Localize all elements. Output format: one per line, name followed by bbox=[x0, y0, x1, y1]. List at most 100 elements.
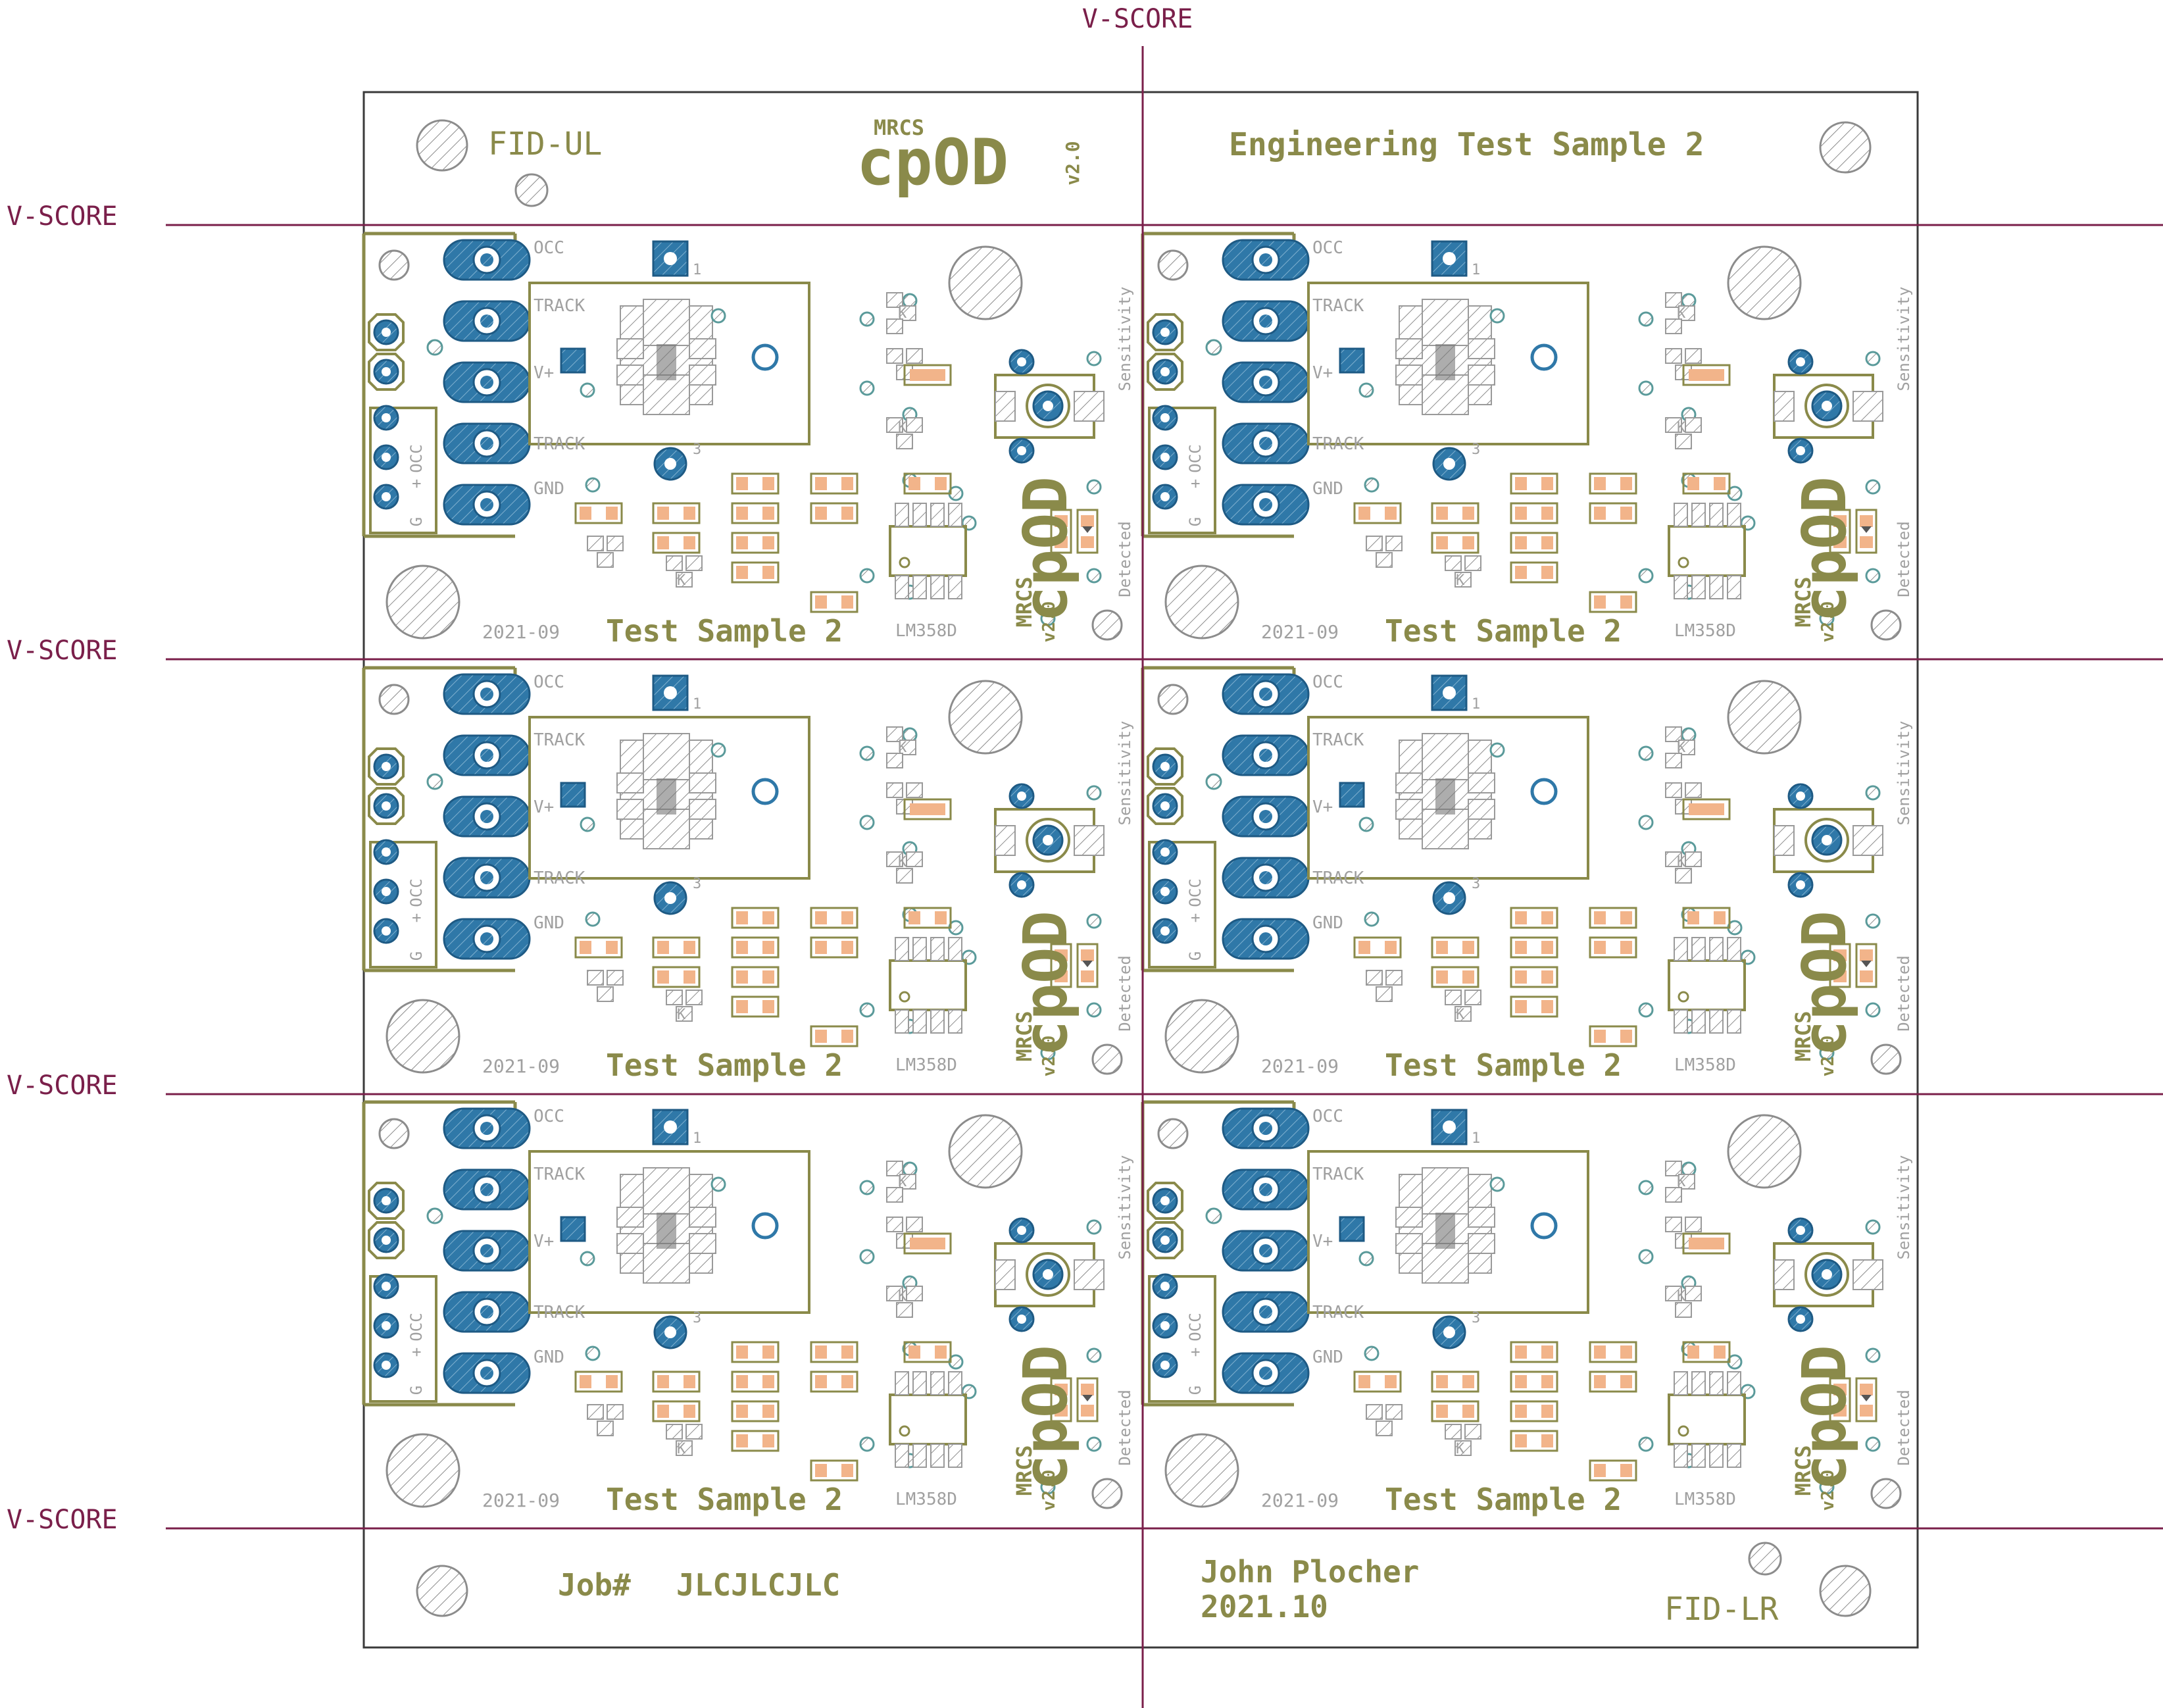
board-date: 2021-09 bbox=[1261, 1490, 1339, 1511]
ic-label: LM358D bbox=[1674, 1055, 1736, 1075]
terminal-label: GND bbox=[1312, 479, 1343, 499]
terminal-label: TRACK bbox=[1312, 434, 1364, 454]
sensitivity-label: Sensitivity bbox=[1895, 287, 1913, 391]
detected-label: Detected bbox=[1116, 521, 1134, 597]
ic-label: LM358D bbox=[1674, 621, 1736, 641]
header-label: OCC bbox=[407, 1313, 426, 1341]
tooling-hole-icon bbox=[514, 173, 549, 207]
terminal-label: TRACK bbox=[1312, 868, 1364, 888]
header-label: + bbox=[407, 913, 426, 922]
board-version: v2.0 bbox=[1818, 1036, 1838, 1077]
pin-label: 1 bbox=[693, 696, 701, 713]
board-title: Test Sample 2 bbox=[606, 1482, 843, 1517]
board-brand-small: MRCS bbox=[1791, 1445, 1816, 1495]
sensitivity-label: Sensitivity bbox=[1116, 1155, 1134, 1260]
ic-label: LM358D bbox=[895, 1490, 957, 1509]
board-date: 2021-09 bbox=[482, 1490, 560, 1511]
header-label: + bbox=[1186, 1347, 1205, 1357]
ref-label: K bbox=[898, 740, 907, 756]
board-title: Test Sample 2 bbox=[606, 1047, 843, 1083]
terminal-label: GND bbox=[1312, 913, 1343, 933]
detected-label: Detected bbox=[1116, 1390, 1134, 1466]
board-brand-small: MRCS bbox=[1791, 1011, 1816, 1061]
pin-label: 3 bbox=[1472, 876, 1480, 892]
author-date: 2021.10 bbox=[1201, 1589, 1328, 1624]
header-label: G bbox=[407, 1386, 426, 1395]
board-brand: cpOD bbox=[1010, 1345, 1081, 1491]
board-r2-c2 bbox=[1143, 668, 1901, 1074]
header-label: G bbox=[407, 517, 426, 526]
terminal-label: TRACK bbox=[534, 730, 585, 750]
terminal-label: OCC bbox=[1312, 672, 1343, 692]
terminal-label: V+ bbox=[1312, 363, 1333, 383]
pin-label: 3 bbox=[693, 1310, 701, 1326]
header-label: + bbox=[1186, 479, 1205, 488]
board-date: 2021-09 bbox=[1261, 621, 1339, 643]
header-label: OCC bbox=[407, 878, 426, 907]
header-label: + bbox=[1186, 913, 1205, 922]
job-value: JLCJLCJLC bbox=[676, 1567, 840, 1603]
header-label: OCC bbox=[407, 444, 426, 472]
header-label: OCC bbox=[1186, 444, 1205, 472]
vscore-label-2: V-SCORE bbox=[7, 636, 118, 666]
header-label: G bbox=[1186, 1386, 1205, 1395]
fid-lr-label: FID-LR bbox=[1664, 1591, 1778, 1628]
pin-label: 1 bbox=[1472, 696, 1480, 713]
board-title: Test Sample 2 bbox=[1385, 1047, 1622, 1083]
terminal-label: V+ bbox=[1312, 797, 1333, 817]
terminal-label: V+ bbox=[534, 363, 554, 383]
ref-label: K bbox=[1677, 1174, 1686, 1190]
pin-label: 1 bbox=[693, 1130, 701, 1147]
terminal-label: TRACK bbox=[1312, 1303, 1364, 1322]
terminal-label: TRACK bbox=[1312, 1165, 1364, 1184]
detected-label: Detected bbox=[1116, 955, 1134, 1032]
top-title: Engineering Test Sample 2 bbox=[1229, 126, 1704, 163]
header-label: OCC bbox=[1186, 878, 1205, 907]
board-title: Test Sample 2 bbox=[1385, 613, 1622, 649]
board-version: v2.0 bbox=[1818, 601, 1838, 643]
board-r1-c1 bbox=[364, 234, 1122, 640]
board-version: v2.0 bbox=[1039, 601, 1059, 643]
ic-label: LM358D bbox=[895, 621, 957, 641]
pin-label: 3 bbox=[693, 441, 701, 458]
header-label: G bbox=[1186, 517, 1205, 526]
pin-label: 3 bbox=[693, 876, 701, 892]
board-r1-c2 bbox=[1143, 234, 1901, 640]
terminal-label: TRACK bbox=[1312, 296, 1364, 316]
ref-label: K bbox=[898, 1288, 907, 1305]
vscore-label-1: V-SCORE bbox=[7, 201, 118, 232]
fiducial-ul-icon bbox=[416, 119, 468, 172]
board-version: v2.0 bbox=[1039, 1036, 1059, 1077]
author-name: John Plocher bbox=[1201, 1554, 1419, 1590]
terminal-label: OCC bbox=[1312, 1107, 1343, 1126]
sensitivity-label: Sensitivity bbox=[1895, 721, 1913, 826]
fiducial-lr-icon bbox=[1819, 1565, 1872, 1617]
board-version: v2.0 bbox=[1818, 1470, 1838, 1511]
sensitivity-label: Sensitivity bbox=[1116, 721, 1134, 826]
header-label: G bbox=[1186, 951, 1205, 961]
top-brand-small: MRCS bbox=[874, 115, 924, 140]
board-brand: cpOD bbox=[1789, 476, 1860, 622]
vscore-label-vertical: V-SCORE bbox=[1082, 4, 1193, 34]
terminal-label: V+ bbox=[534, 1232, 554, 1251]
ref-label: K bbox=[898, 854, 907, 870]
ref-label: K bbox=[677, 1441, 686, 1457]
board-brand: cpOD bbox=[1789, 1345, 1860, 1491]
board-version: v2.0 bbox=[1039, 1470, 1059, 1511]
vscore-label-4: V-SCORE bbox=[7, 1505, 118, 1535]
ref-label: K bbox=[898, 305, 907, 322]
terminal-label: OCC bbox=[534, 238, 564, 258]
ref-label: K bbox=[1677, 305, 1686, 322]
terminal-label: TRACK bbox=[534, 434, 585, 454]
pin-label: 3 bbox=[1472, 1310, 1480, 1326]
ref-label: K bbox=[677, 1007, 686, 1023]
fid-ul-label: FID-UL bbox=[488, 126, 602, 163]
board-title: Test Sample 2 bbox=[606, 613, 843, 649]
terminal-label: GND bbox=[534, 913, 564, 933]
vscore-lines bbox=[166, 46, 2163, 1708]
ref-label: K bbox=[1456, 1441, 1465, 1457]
terminal-label: OCC bbox=[1312, 238, 1343, 258]
terminal-label: GND bbox=[534, 479, 564, 499]
fiducial-ll-icon bbox=[416, 1565, 468, 1617]
